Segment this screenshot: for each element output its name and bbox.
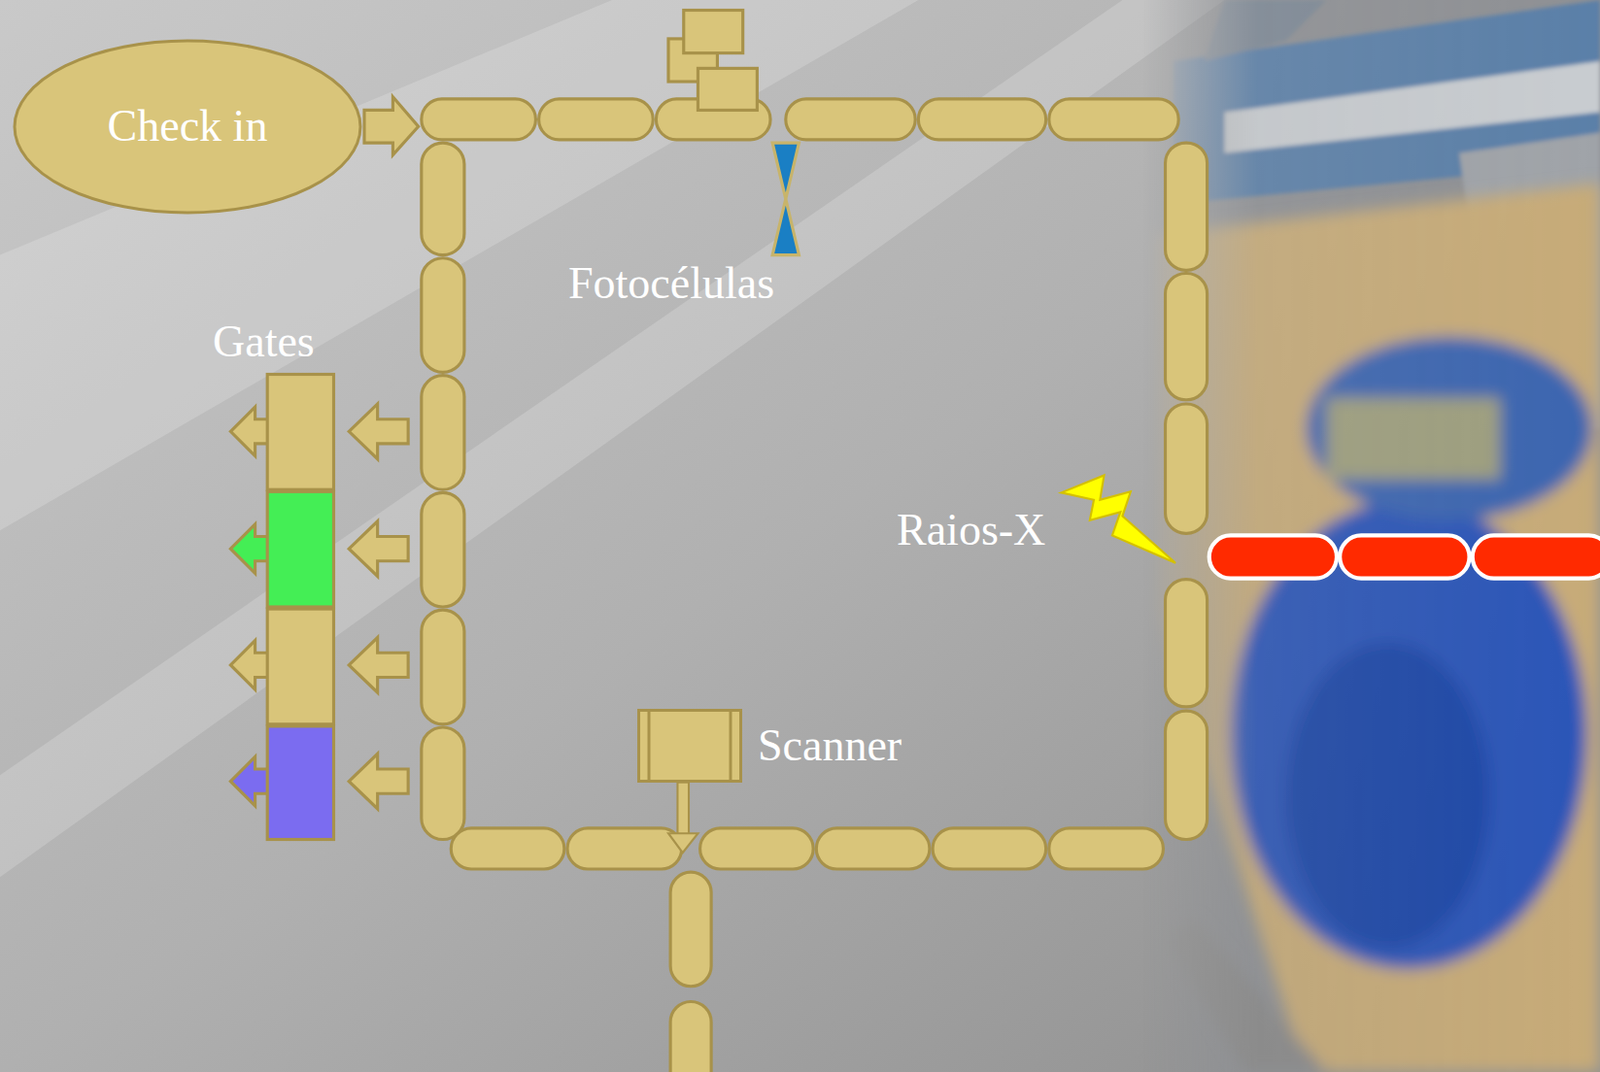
gate-entry-arrows bbox=[348, 404, 409, 810]
reject-belt bbox=[1209, 535, 1600, 579]
scanner-symbol bbox=[637, 709, 743, 783]
gate-boxes bbox=[267, 374, 334, 841]
scanner-label: Scanner bbox=[757, 721, 902, 772]
photocell-symbol bbox=[772, 142, 799, 256]
scanner-arrow bbox=[668, 782, 698, 853]
photocell-label: Fotocélulas bbox=[568, 259, 775, 309]
xray-label: Raios-X bbox=[896, 506, 1046, 556]
conveyor-belt bbox=[421, 99, 1208, 1072]
xray-symbol bbox=[1060, 475, 1176, 563]
gates-label: Gates bbox=[212, 317, 315, 368]
light-streaks bbox=[0, 0, 1225, 878]
bag-boxes bbox=[668, 10, 757, 111]
node-text: Check in bbox=[107, 102, 269, 152]
scanner-box: Scanner bbox=[637, 709, 906, 783]
checkin-ellipse: Check in bbox=[12, 38, 363, 215]
entry-arrow bbox=[364, 97, 419, 156]
